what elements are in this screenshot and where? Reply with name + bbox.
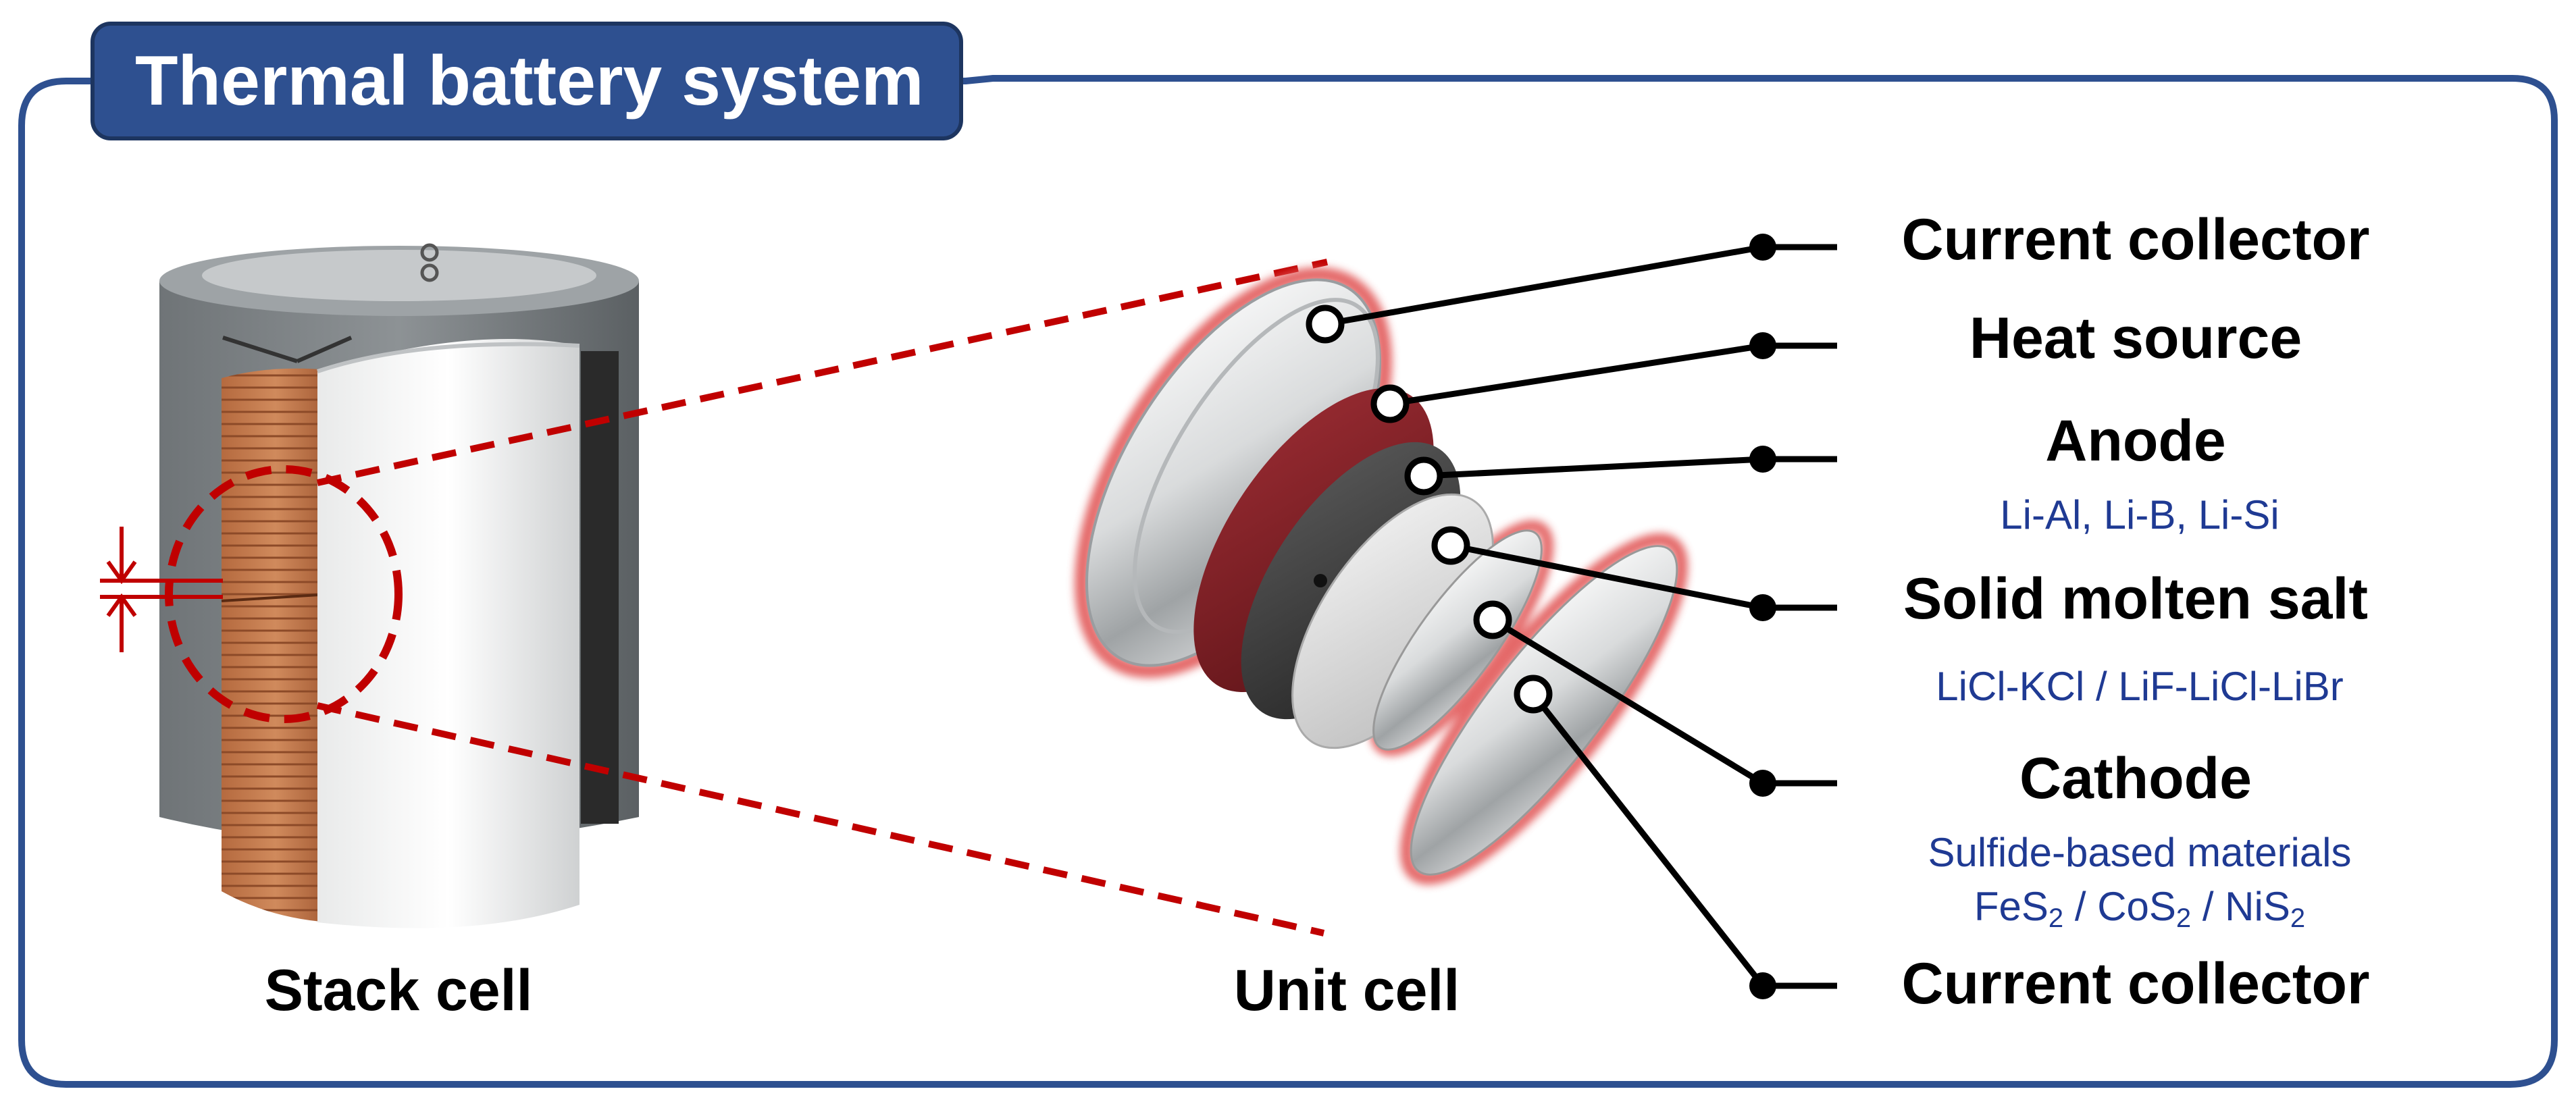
stack-cell-cover	[317, 338, 579, 928]
zoom-line-bottom	[316, 702, 1325, 936]
stack-cell-illustration	[159, 243, 639, 928]
molten-salt-materials: LiCl-KCl / LiF-LiCl-LiBr	[1936, 664, 2344, 709]
anode-materials: Li-Al, Li-B, Li-Si	[2000, 492, 2279, 537]
label-current-collector-bottom: Current collector	[1901, 951, 2370, 1016]
zoom-circle	[165, 465, 403, 723]
label-cathode: Cathode	[2019, 746, 2252, 811]
caption-stack-cell: Stack cell	[264, 958, 533, 1023]
formula-fes2: FeS2	[1974, 884, 2064, 933]
label-heat-source: Heat source	[1969, 306, 2302, 371]
zoom-line-top	[316, 259, 1329, 486]
leader-endpoints	[1306, 234, 1776, 999]
thickness-marker	[100, 527, 223, 652]
formula-cos2: CoS2	[2097, 884, 2192, 933]
unit-cell-illustration	[1075, 267, 1689, 885]
system-frame	[18, 75, 2558, 1088]
diagram-title: Thermal battery system	[91, 22, 963, 140]
formula-nis2: NiS2	[2225, 884, 2306, 933]
cathode-materials: Sulfide-based materials	[1928, 830, 2352, 875]
label-current-collector-top: Current collector	[1901, 207, 2370, 272]
label-solid-molten-salt: Solid molten salt	[1903, 566, 2369, 631]
cathode-formulas: FeS2 / CoS2 / NiS2	[1974, 884, 2306, 933]
label-anode: Anode	[2045, 408, 2226, 473]
cathode-disc	[1372, 529, 1543, 751]
caption-unit-cell: Unit cell	[1233, 958, 1460, 1023]
